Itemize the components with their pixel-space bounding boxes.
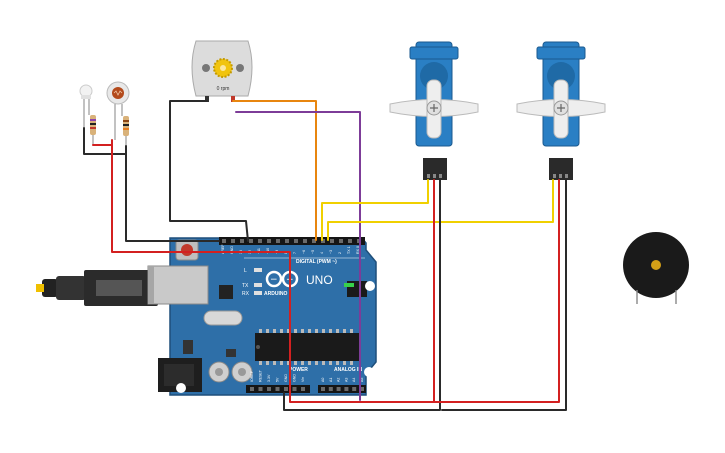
analog-pin-label: A5 xyxy=(360,378,364,382)
power-pin[interactable] xyxy=(292,387,297,391)
digital-pin[interactable] xyxy=(285,239,289,243)
power-pin[interactable] xyxy=(250,387,254,391)
analog-pin[interactable] xyxy=(360,387,364,391)
power-pin-label: GND xyxy=(293,374,297,382)
power-label: POWER xyxy=(289,367,308,373)
usb-cable xyxy=(36,270,158,306)
usb-chip xyxy=(219,285,233,299)
wire-black xyxy=(283,179,441,411)
led-on xyxy=(344,283,354,287)
digital-pin[interactable] xyxy=(339,239,343,243)
power-pin-label: 5V xyxy=(276,377,280,382)
power-pin[interactable] xyxy=(284,387,288,391)
digital-pin-label: ~5 xyxy=(311,250,315,254)
servo-motor xyxy=(516,41,606,180)
motor-speed: 0 rpm xyxy=(217,86,230,92)
led xyxy=(79,84,93,128)
digital-pin[interactable] xyxy=(222,239,226,243)
power-pin[interactable] xyxy=(301,387,305,391)
svg-text:−: − xyxy=(270,275,278,285)
analog-header xyxy=(318,385,366,393)
digital-pin-label: TX 1 xyxy=(347,246,351,254)
resistor xyxy=(123,116,129,146)
wire-black xyxy=(125,153,220,242)
digital-pin-label: ~3 xyxy=(329,250,333,254)
resistor xyxy=(90,115,96,145)
digital-pin[interactable] xyxy=(348,239,352,243)
digital-pin-label: GND xyxy=(230,246,234,254)
usb-port xyxy=(147,265,209,305)
photoresistor xyxy=(106,81,130,140)
wire-black xyxy=(83,127,127,155)
analog-pin-label: A2 xyxy=(337,378,341,382)
wire-orange xyxy=(232,100,317,241)
power-pin-label: GND xyxy=(284,374,288,382)
digital-pin[interactable] xyxy=(267,239,271,243)
wire-red xyxy=(289,179,435,403)
digital-pin-label: 2 xyxy=(338,252,342,254)
wire-black xyxy=(441,179,567,411)
analog-label: ANALOG IN xyxy=(334,367,362,373)
label-tx: TX xyxy=(242,283,249,289)
analog-pin-label: A4 xyxy=(352,378,356,382)
power-pin-label: IOREF xyxy=(250,370,254,382)
wire-purple xyxy=(235,111,361,401)
digital-pin[interactable] xyxy=(321,239,325,243)
led-l xyxy=(254,268,262,272)
digital-header xyxy=(219,237,365,245)
dc-motor: 0 rpm xyxy=(191,40,253,102)
board-brand: ARDUINO xyxy=(264,291,287,297)
digital-pin[interactable] xyxy=(294,239,298,243)
digital-pin[interactable] xyxy=(312,239,316,243)
digital-label: DIGITAL (PWM ~) xyxy=(296,259,337,265)
digital-pin-label: ~10 xyxy=(266,248,270,254)
led-rx xyxy=(254,291,262,295)
digital-pin-label: 4 xyxy=(320,252,324,254)
wire-yellow xyxy=(321,179,429,241)
led-tx xyxy=(254,283,262,287)
power-pin[interactable] xyxy=(258,387,263,391)
analog-pin[interactable] xyxy=(352,387,357,391)
power-pin-label: RESET xyxy=(259,369,263,382)
digital-pin[interactable] xyxy=(240,239,244,243)
digital-pin-label: RX 0 xyxy=(356,246,360,254)
digital-pin[interactable] xyxy=(303,239,307,243)
power-pin[interactable] xyxy=(267,387,271,391)
wire-red xyxy=(431,179,560,403)
piezo-buzzer xyxy=(623,232,689,304)
wire-black xyxy=(169,100,249,242)
digital-pin[interactable] xyxy=(249,239,253,243)
digital-pin-label: ~6 xyxy=(302,250,306,254)
analog-pin-label: A3 xyxy=(344,378,348,382)
wire-red xyxy=(111,139,199,253)
crystal xyxy=(203,310,243,326)
atmega-chip xyxy=(255,333,361,361)
label-l: L xyxy=(244,268,247,274)
digital-pin[interactable] xyxy=(276,239,280,243)
digital-pin[interactable] xyxy=(258,239,262,243)
power-pin-label: 3.3V xyxy=(267,374,271,382)
label-rx: RX xyxy=(242,291,250,297)
analog-pin-label: A0 xyxy=(321,378,325,382)
digital-pin[interactable] xyxy=(231,239,235,243)
analog-pin[interactable] xyxy=(336,387,341,391)
board-model: UNO xyxy=(306,273,333,287)
analog-pin[interactable] xyxy=(344,387,349,391)
power-pin[interactable] xyxy=(275,387,280,391)
digital-pin-label: 7 xyxy=(293,252,297,254)
servo-motor xyxy=(389,41,479,180)
analog-pin[interactable] xyxy=(328,387,333,391)
analog-pin-label: A1 xyxy=(329,378,333,382)
analog-pin[interactable] xyxy=(321,387,325,391)
digital-pin[interactable] xyxy=(330,239,334,243)
wire-red xyxy=(197,251,291,394)
digital-pin-label: AREF xyxy=(221,244,225,254)
power-pin-label: Vin xyxy=(301,377,305,382)
